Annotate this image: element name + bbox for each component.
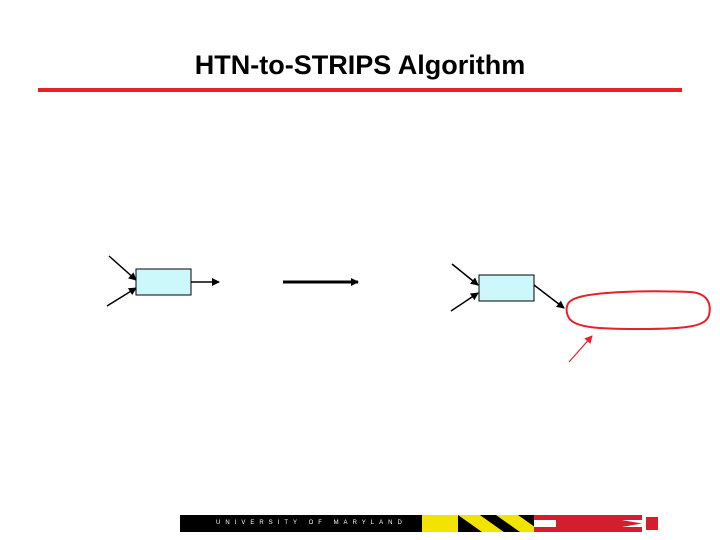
right-outgoing-edge: [533, 284, 565, 309]
red-annotation: [565, 290, 711, 363]
right-incoming-edge-top: [451, 263, 479, 286]
right-task-group: [450, 263, 565, 312]
red-pointer-arrow: [568, 335, 593, 363]
red-circle-annotation: [565, 290, 711, 331]
maryland-flag-graphic: [420, 515, 662, 532]
left-task-group: [106, 255, 220, 307]
university-footer-banner: UNIVERSITY OF MARYLAND: [180, 515, 662, 532]
left-incoming-edge-top: [108, 255, 137, 281]
footer-text: UNIVERSITY OF MARYLAND: [216, 520, 407, 526]
title-underline: [38, 88, 682, 92]
left-task-box: [135, 268, 192, 296]
slide-title: HTN-to-STRIPS Algorithm: [194, 50, 526, 80]
right-task-box: [478, 274, 535, 302]
right-incoming-edge-bottom: [450, 292, 479, 312]
left-incoming-edge-bottom: [106, 287, 137, 307]
